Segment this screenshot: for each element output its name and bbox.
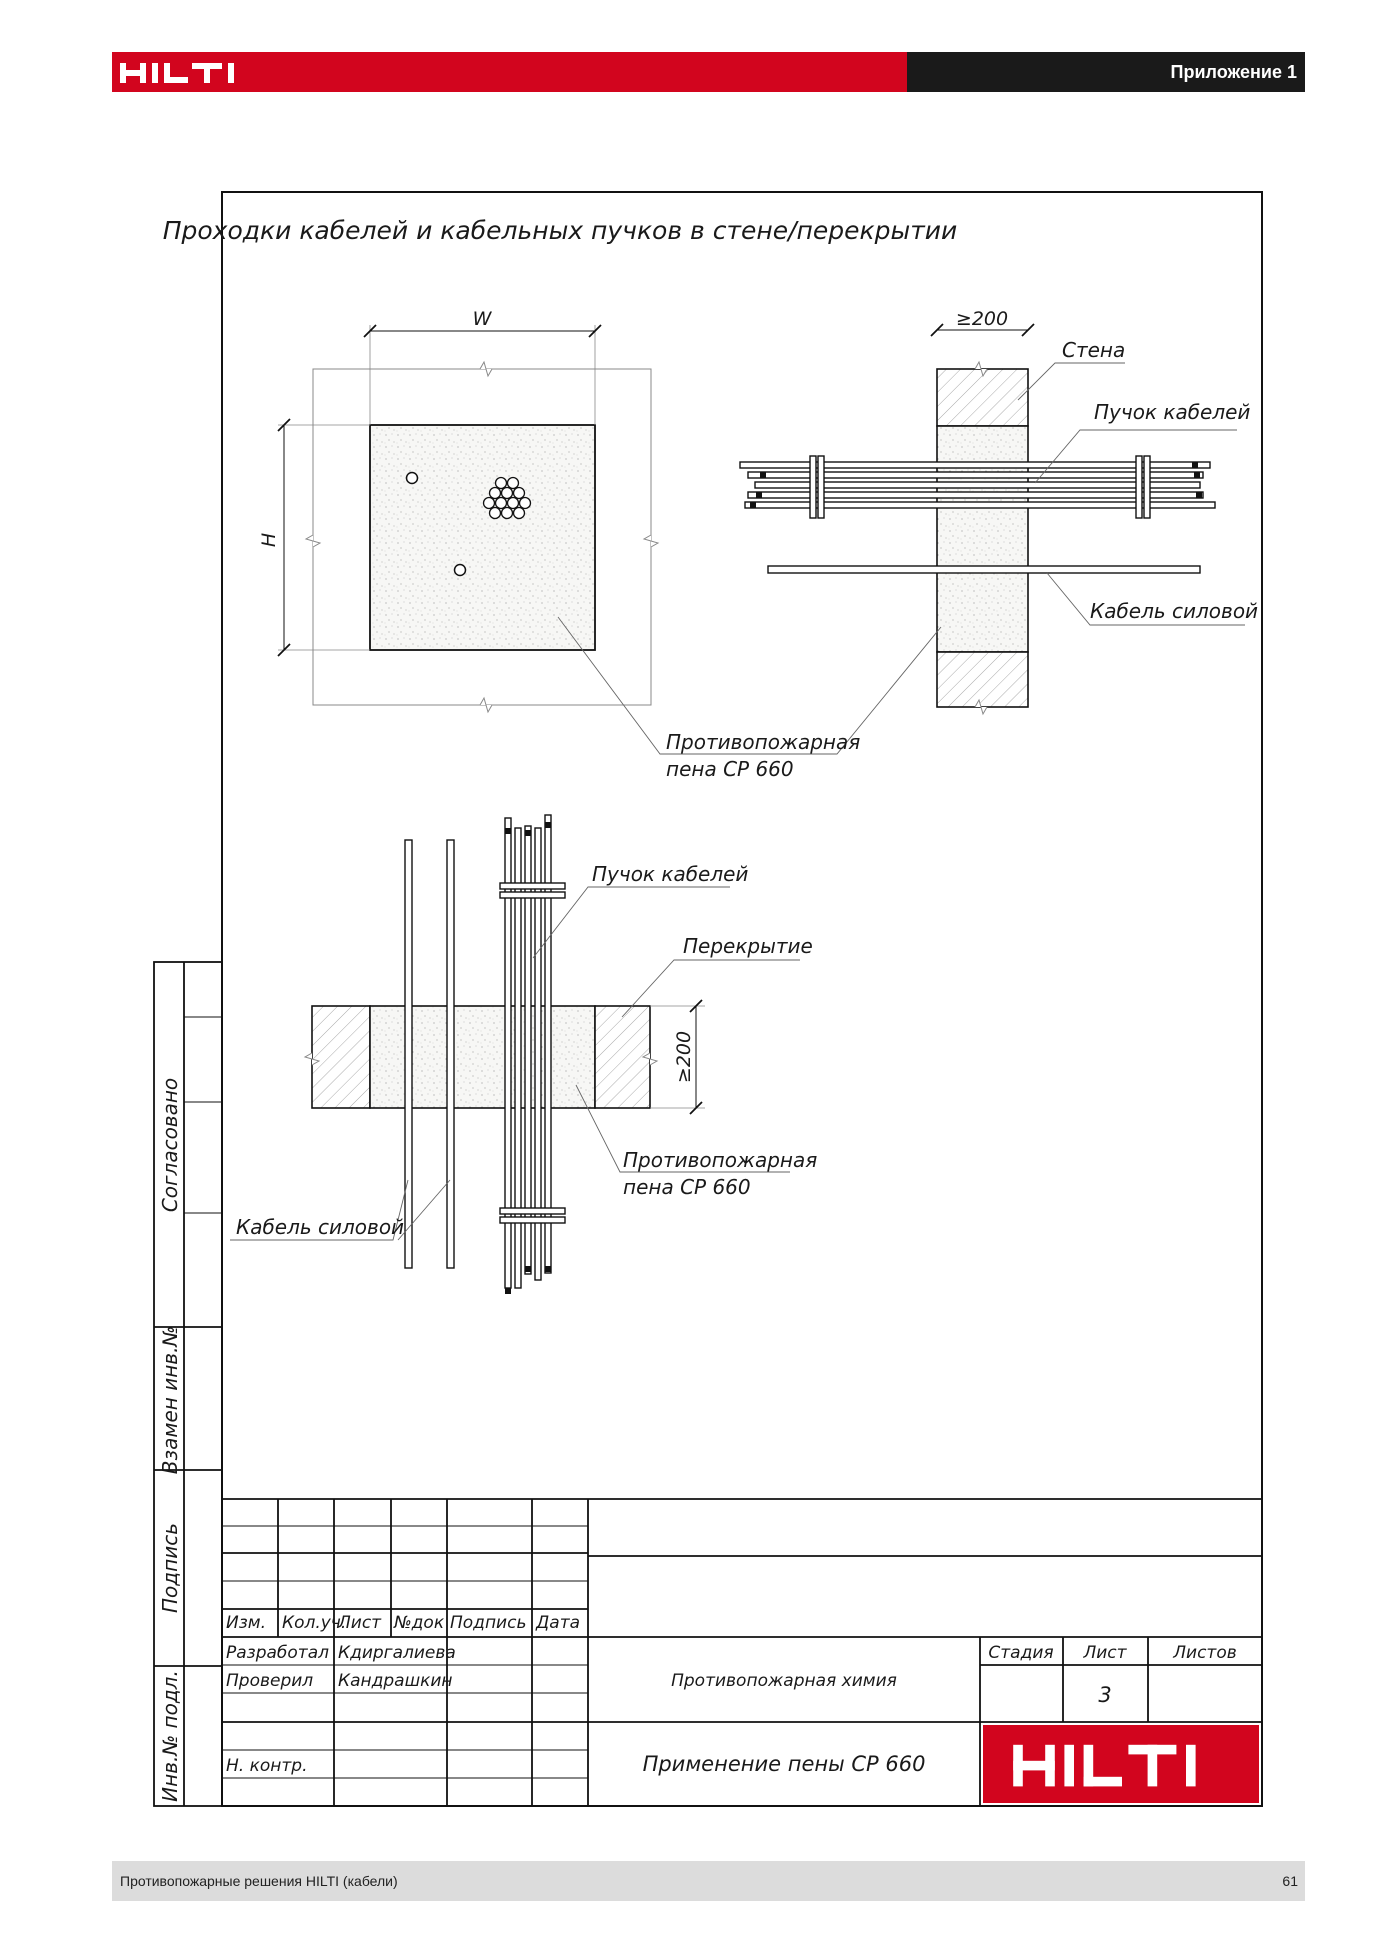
power-cable-floor [446,839,455,1269]
wall-section-view: ≥200 Стена Пучок кабелей Кабель силовой … [557,308,1258,781]
dim-w-label: W [473,308,493,330]
drawing-title: Проходки кабелей и кабельных пучков в ст… [163,216,958,245]
col-kol: Кол.уч. [282,1613,346,1633]
header-section-bar [907,52,1305,92]
row-developed: Разработал [226,1643,329,1663]
wall-opening-front-view: W H [258,308,660,714]
subject: Противопожарная химия [671,1671,897,1691]
appendix-label: Приложение 1 [1170,62,1297,82]
dim-floor-thickness: ≥200 [673,1031,695,1083]
label-sheet: Лист [1082,1643,1127,1663]
hilti-logo [120,63,234,83]
stamp-replaced: Взамен инв.№ [158,1326,182,1474]
stamp-signature: Подпись [158,1523,182,1613]
title-block [222,1498,1262,1806]
cable-bundle-floor [499,814,566,1289]
dim-h-label: H [258,533,280,547]
label-wall: Стена [1062,338,1125,362]
cable-bundle-section [482,476,532,520]
label-power-wall: Кабель силовой [1090,599,1258,623]
label-bundle-floor: Пучок кабелей [592,862,748,886]
row-checked-name: Кандрашкин [338,1671,453,1691]
col-izm: Изм. [226,1613,266,1633]
stamp-inv: Инв.№ подл. [158,1670,182,1802]
label-stage: Стадия [988,1643,1053,1663]
row-checked: Проверил [226,1671,313,1691]
cable-section [453,563,467,577]
col-list: Лист [337,1613,382,1633]
label-foam-1: Противопожарная [666,730,860,754]
doc-title: Применение пены CP 660 [643,1752,926,1776]
label-foam-floor-1: Противопожарная [623,1148,817,1172]
floor-section-view: ≥200 Пучок кабелей Перекрытие Противопож… [230,814,817,1294]
sheet-number: 3 [1098,1683,1111,1707]
row-norm: Н. контр. [226,1756,307,1776]
label-foam-2: пена CP 660 [666,757,794,781]
header-brand-bar [112,52,907,92]
label-slab: Перекрытие [683,934,813,958]
power-cable-floor [404,839,413,1269]
cable-section [405,471,419,485]
label-sheets: Листов [1172,1643,1237,1663]
power-cable-wall [767,565,1201,574]
footer-text: Противопожарные решения HILTI (кабели) [120,1873,398,1889]
page-number: 61 [1282,1873,1298,1889]
label-foam-floor-2: пена CP 660 [623,1175,751,1199]
label-power-floor: Кабель силовой [236,1215,404,1239]
row-developed-name: Кдиргалиева [338,1643,456,1663]
stamp-agreed: Согласовано [158,1078,182,1212]
col-sign: Подпись [450,1613,526,1633]
title-block-logo [983,1725,1259,1803]
footer-bar [112,1861,1305,1901]
side-stamp [153,961,223,1807]
cable-bundle-wall [739,455,1216,519]
col-doc: №док [393,1613,445,1633]
dim-wall-thickness: ≥200 [956,308,1008,330]
col-date: Дата [535,1613,580,1633]
label-bundle-wall: Пучок кабелей [1094,400,1250,424]
